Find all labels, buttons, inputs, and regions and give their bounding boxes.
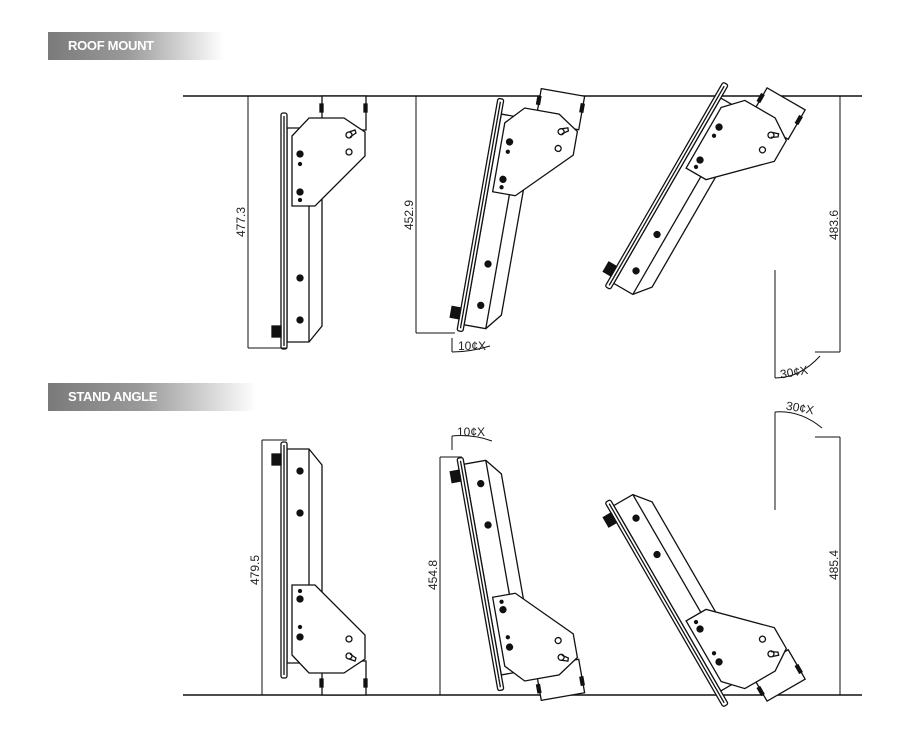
- angle-label: 10¢X: [457, 425, 485, 439]
- dimension-line: [261, 439, 287, 695]
- angle-label: 10¢X: [458, 339, 486, 353]
- dimension-line: [815, 436, 841, 695]
- section-title: ROOF MOUNT: [68, 38, 154, 53]
- section-header-stand-angle: STAND ANGLE: [48, 383, 256, 411]
- angle-label: 30¢X: [785, 399, 815, 418]
- roof-unit-10deg: [447, 79, 587, 347]
- dimension-line: [815, 96, 841, 353]
- dimension-label: 454.8: [426, 560, 440, 590]
- angle-arc-10: [451, 338, 491, 353]
- angle-label: 30¢X: [779, 363, 809, 382]
- stand-unit-0deg: [271, 441, 368, 696]
- dimension-label: 479.5: [248, 555, 262, 585]
- section-header-roof-mount: ROOF MOUNT: [48, 32, 224, 60]
- dimension-line: [439, 456, 462, 695]
- angle-arc-10: [451, 435, 493, 450]
- dimension-label: 477.3: [234, 207, 248, 237]
- section-title: STAND ANGLE: [68, 389, 158, 404]
- dimension-label: 485.4: [827, 550, 841, 580]
- angle-arc-30: [774, 411, 823, 510]
- angle-arc-30: [774, 270, 821, 379]
- dimension-line: [415, 96, 455, 334]
- stand-unit-10deg: [447, 442, 587, 710]
- roof-unit-0deg: [271, 95, 368, 350]
- dimension-label: 452.9: [402, 200, 416, 230]
- dimension-label: 483.6: [827, 210, 841, 240]
- dimension-line: [247, 96, 287, 349]
